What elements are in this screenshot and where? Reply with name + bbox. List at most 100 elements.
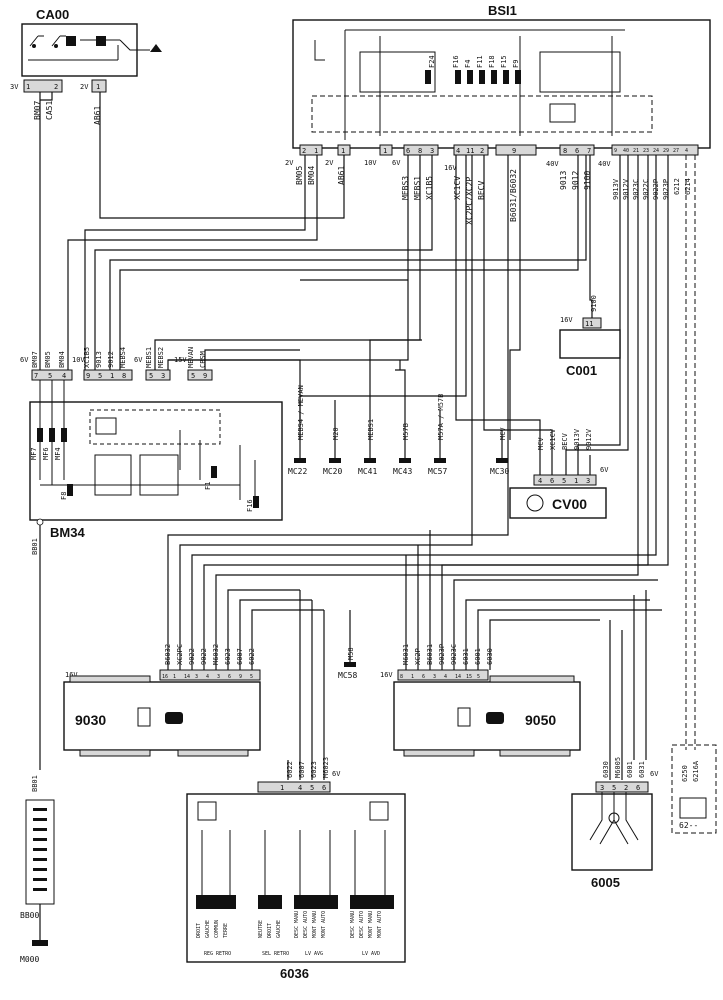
svg-text:M57B: M57B xyxy=(402,423,410,440)
svg-text:DESC AUTO: DESC AUTO xyxy=(303,911,309,938)
svg-text:LV AVD: LV AVD xyxy=(362,951,380,957)
svg-text:6: 6 xyxy=(228,674,231,680)
bm34-label: BM34 xyxy=(50,525,85,540)
svg-text:5: 5 xyxy=(191,372,195,380)
svg-text:6V: 6V xyxy=(134,356,143,364)
svg-text:AB61: AB61 xyxy=(93,106,102,125)
svg-text:21: 21 xyxy=(633,148,639,154)
svg-text:4: 4 xyxy=(444,674,447,680)
svg-text:4: 4 xyxy=(456,147,460,155)
svg-text:B6032: B6032 xyxy=(164,644,172,665)
svg-text:2V: 2V xyxy=(80,83,89,91)
svg-text:XC2PC: XC2PC xyxy=(176,644,184,665)
svg-text:6214: 6214 xyxy=(684,178,692,195)
svg-text:9013V: 9013V xyxy=(573,428,581,450)
svg-text:6001: 6001 xyxy=(474,648,482,665)
svg-text:11: 11 xyxy=(466,147,474,155)
svg-text:1: 1 xyxy=(411,674,414,680)
svg-text:CA51: CA51 xyxy=(45,101,54,120)
svg-text:14: 14 xyxy=(184,674,190,680)
svg-text:5: 5 xyxy=(250,674,253,680)
m9030-label: 9030 xyxy=(75,712,106,728)
module-9050: 16V 8 1 6 3 4 14 15 5 M6031 XC2P B6031 9… xyxy=(380,644,581,757)
svg-text:LV AVG: LV AVG xyxy=(305,951,323,957)
svg-text:11: 11 xyxy=(585,320,593,328)
svg-text:MEBS2: MEBS2 xyxy=(157,347,165,368)
svg-text:6007: 6007 xyxy=(236,648,244,665)
svg-text:REG RETRO: REG RETRO xyxy=(204,951,231,957)
svg-text:5: 5 xyxy=(477,674,480,680)
bsi1-conn-ab61: 1 2V AB61 xyxy=(325,144,351,185)
svg-text:1: 1 xyxy=(173,674,176,680)
svg-text:6V: 6V xyxy=(332,770,341,778)
svg-text:6212: 6212 xyxy=(673,178,681,195)
svg-text:BM04: BM04 xyxy=(307,166,316,185)
ground-mc22: MEBS4 / MEVAN MC22 xyxy=(288,385,307,476)
wires-lower xyxy=(39,155,669,780)
svg-text:XC2PC/XC2P: XC2PC/XC2P xyxy=(465,177,474,225)
battery-cells xyxy=(33,808,47,891)
svg-text:6250: 6250 xyxy=(681,765,689,782)
svg-text:1: 1 xyxy=(574,477,578,485)
ground-mc57: M57A / M57B MC57 xyxy=(428,394,447,476)
svg-text:6023: 6023 xyxy=(224,648,232,665)
svg-text:6: 6 xyxy=(550,477,554,485)
svg-text:BM05: BM05 xyxy=(44,351,52,368)
svg-text:1: 1 xyxy=(280,784,284,792)
svg-text:2: 2 xyxy=(480,147,484,155)
svg-text:9012V: 9012V xyxy=(585,428,593,450)
svg-text:6V: 6V xyxy=(600,466,609,474)
ground-mc41: MEBS1 MC41 xyxy=(358,419,377,476)
ground-mc30: MCV MC30 xyxy=(490,427,509,476)
svg-text:6030: 6030 xyxy=(602,761,610,778)
m6005-label: 6005 xyxy=(591,875,620,890)
svg-text:29: 29 xyxy=(663,148,669,154)
svg-text:F1: F1 xyxy=(204,482,212,490)
svg-text:9023P: 9023P xyxy=(662,179,670,200)
module-6036: 6022 6007 6023 M6023 6V 1 4 5 6 DROIT GA… xyxy=(186,757,406,981)
svg-text:MF7: MF7 xyxy=(30,447,38,460)
svg-text:2V: 2V xyxy=(325,159,334,167)
svg-text:9100: 9100 xyxy=(590,295,598,312)
svg-text:6: 6 xyxy=(422,674,425,680)
svg-text:XC1B5: XC1B5 xyxy=(425,176,434,200)
svg-text:GAUCHE: GAUCHE xyxy=(205,920,211,938)
module-9030: 16V 16 1 14 3 4 3 6 9 5 B6032 XC2PC 9022… xyxy=(63,644,261,757)
svg-text:MONT AUTO: MONT AUTO xyxy=(377,911,383,938)
svg-text:6007: 6007 xyxy=(298,761,306,778)
svg-text:16: 16 xyxy=(162,674,168,680)
svg-text:8: 8 xyxy=(400,674,403,680)
svg-text:M6005: M6005 xyxy=(614,757,622,778)
svg-text:9012: 9012 xyxy=(107,351,115,368)
svg-text:M6032: M6032 xyxy=(212,644,220,665)
svg-text:9012: 9012 xyxy=(571,171,580,190)
bsi1-conn-bm05: 2 1 2V BM05 BM04 xyxy=(285,144,323,185)
svg-text:3: 3 xyxy=(433,674,436,680)
svg-text:9023C: 9023C xyxy=(450,644,458,665)
svg-text:MC41: MC41 xyxy=(358,467,377,476)
door-icon xyxy=(679,797,707,819)
svg-text:5: 5 xyxy=(48,372,52,380)
bsi1-conn-6v: 6 8 3 6V MEBS3 MEBS1 XC1B5 xyxy=(392,144,439,200)
ca00-connector xyxy=(23,79,63,93)
svg-text:MONT MANU: MONT MANU xyxy=(368,911,374,938)
svg-text:2: 2 xyxy=(624,784,628,792)
svg-text:MCV: MCV xyxy=(537,437,545,450)
svg-text:8: 8 xyxy=(122,372,126,380)
svg-text:TERRE: TERRE xyxy=(223,923,229,938)
wires-upper xyxy=(39,92,696,750)
cv00-icon xyxy=(526,494,544,512)
bsi1-fuse-row: F24 F16 F4 F11 F18 F15 F9 xyxy=(425,55,521,84)
svg-text:9012V: 9012V xyxy=(622,178,630,200)
svg-text:6031: 6031 xyxy=(638,761,646,778)
svg-text:9100: 9100 xyxy=(583,171,592,190)
svg-text:9023P: 9023P xyxy=(438,644,446,665)
svg-text:M6031: M6031 xyxy=(402,644,410,665)
svg-text:M57A / M57B: M57A / M57B xyxy=(437,394,445,440)
svg-text:DESC MANU: DESC MANU xyxy=(294,911,300,938)
svg-text:6V: 6V xyxy=(650,770,659,778)
bm34-conns: 7 5 4 6V BM07 BM05 BM04 9 5 1 8 10V XC1B… xyxy=(20,347,213,381)
svg-text:DROIT: DROIT xyxy=(196,923,202,938)
svg-text:3: 3 xyxy=(161,372,165,380)
